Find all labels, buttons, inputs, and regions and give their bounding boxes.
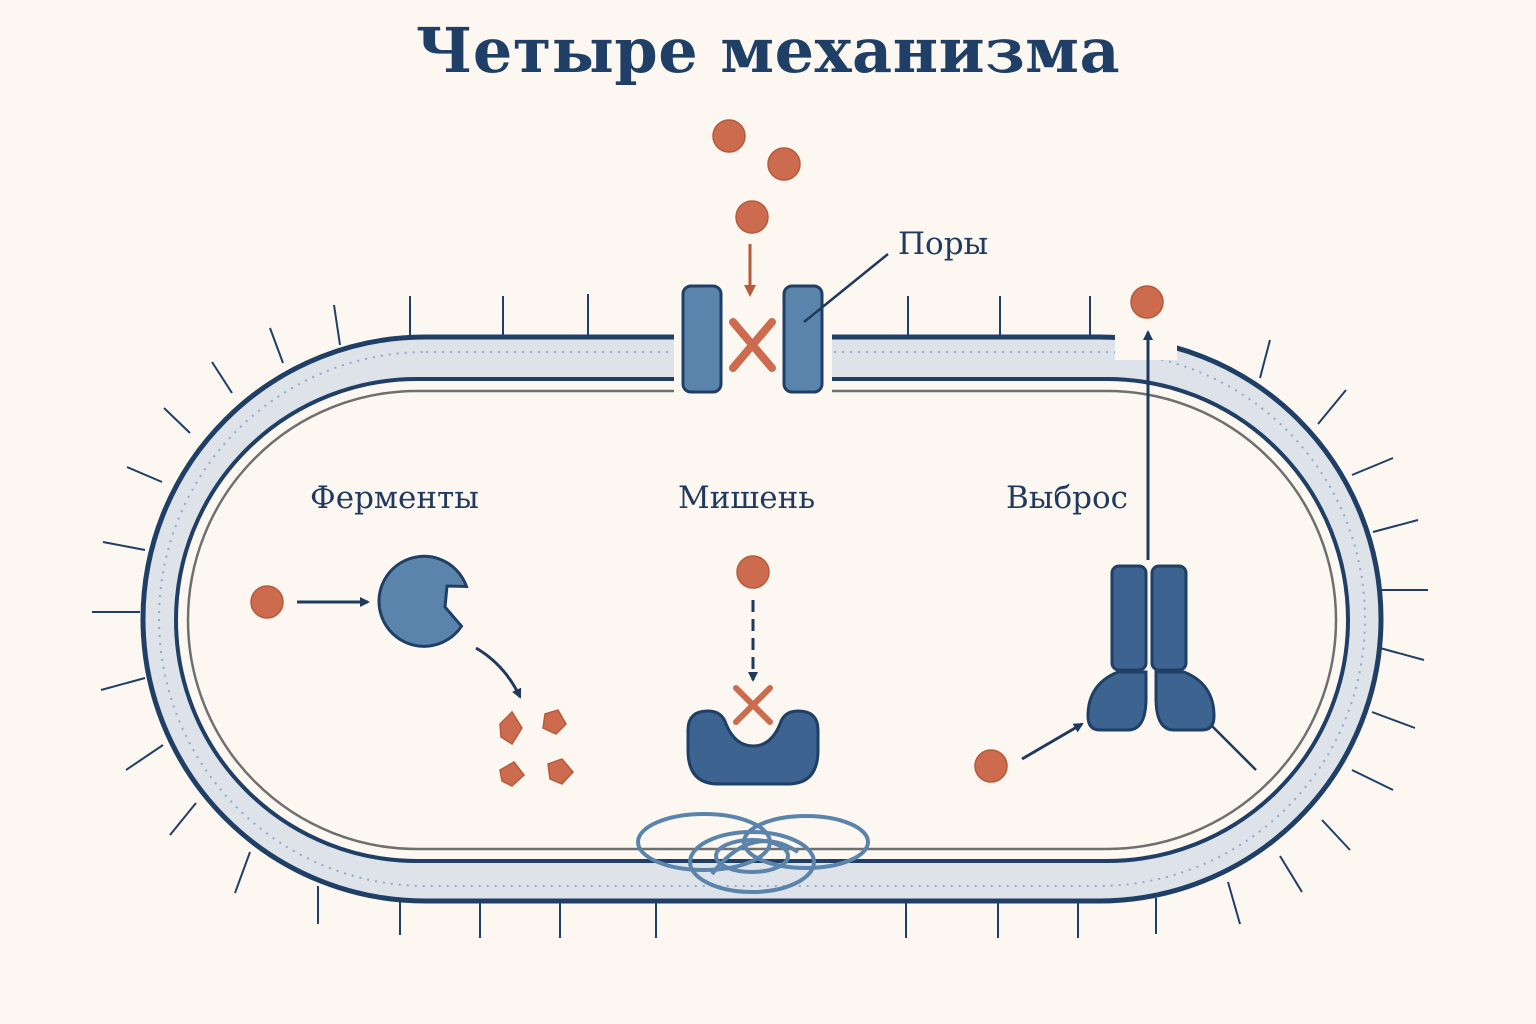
efflux-tail-line [1211,725,1257,771]
enzyme-pacman-icon [377,554,469,648]
antibiotic-molecule-icon [250,585,284,619]
pili [92,294,1428,938]
plasmid-dna-icon [636,812,870,894]
efflux-input-arrow [1021,722,1084,761]
antibiotic-molecule-icon [767,147,801,181]
degraded-antibiotic-fragments [499,709,574,787]
antibiotic-molecule-icon [736,555,770,589]
antibiotic-molecule-icon [735,200,769,234]
antibiotic-molecule-icon [974,749,1008,783]
label-enzymes: Ферменты [310,480,479,516]
efflux-pump-icon [1086,564,1216,732]
label-target: Мишень [678,480,815,516]
cell-envelope [140,334,1384,904]
blocked-cross-icon [729,318,776,372]
target-blocked-cross-icon [733,685,773,725]
antibiotic-molecule-icon [712,119,746,153]
enzyme-output-arrow [475,646,522,699]
target-receptor-icon [686,709,820,786]
pores-leader-line [803,253,889,323]
page-title: Четыре механизма [415,14,1121,87]
label-efflux: Выброс [1006,480,1128,516]
membrane-gap [1115,330,1177,360]
antibiotic-molecule-icon [1130,285,1164,319]
label-pores: Поры [898,226,988,262]
